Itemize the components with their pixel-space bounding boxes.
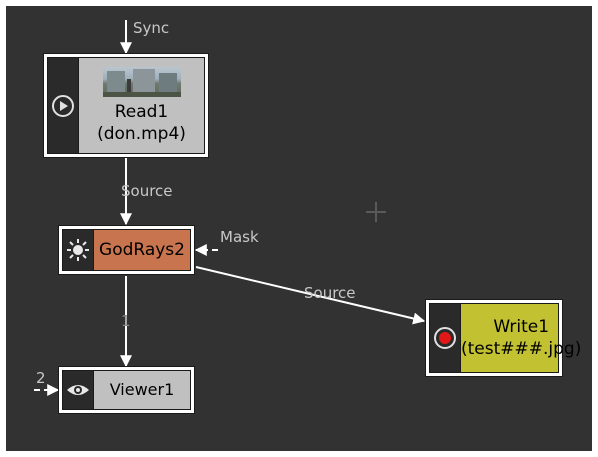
viewer-input-1-label: 1: [121, 312, 131, 330]
read-source-label: Source: [121, 182, 173, 200]
read-node-body: Read1 (don.mp4): [47, 57, 205, 154]
mask-label: Mask: [220, 228, 259, 246]
sync-label: Sync: [133, 19, 170, 37]
godrays-node[interactable]: GodRays2: [58, 225, 195, 275]
write-node-file: (test###.jpg): [461, 339, 582, 359]
viewer-node-body: Viewer1: [62, 370, 191, 410]
sunburst-icon: [67, 239, 89, 261]
godrays-node-name: GodRays2: [99, 240, 185, 260]
crosshair-icon: [366, 202, 386, 222]
viewer-node-icon-strip: [63, 371, 94, 409]
play-icon: [52, 94, 74, 117]
viewer-node[interactable]: Viewer1: [58, 366, 195, 414]
viewer-node-name: Viewer1: [109, 380, 175, 399]
read-node-icon-strip: [48, 58, 79, 153]
godrays-node-icon-strip: [63, 230, 94, 270]
read-thumbnail: [102, 66, 181, 97]
read-node-name: Read1: [114, 101, 169, 122]
read-node[interactable]: Read1 (don.mp4): [43, 53, 209, 158]
write-source-label: Source: [304, 284, 356, 302]
godrays-node-body: GodRays2: [62, 229, 191, 271]
read-node-file: (don.mp4): [97, 123, 186, 144]
eye-icon: [67, 385, 89, 395]
write-node[interactable]: Write1 (test###.jpg): [425, 299, 581, 377]
record-icon: [434, 327, 456, 349]
viewer-input-2-label: 2: [36, 369, 46, 387]
write-node-icon-strip: [430, 304, 461, 372]
write-node-body: Write1 (test###.jpg): [429, 303, 581, 373]
write-node-name: Write1: [493, 317, 550, 337]
